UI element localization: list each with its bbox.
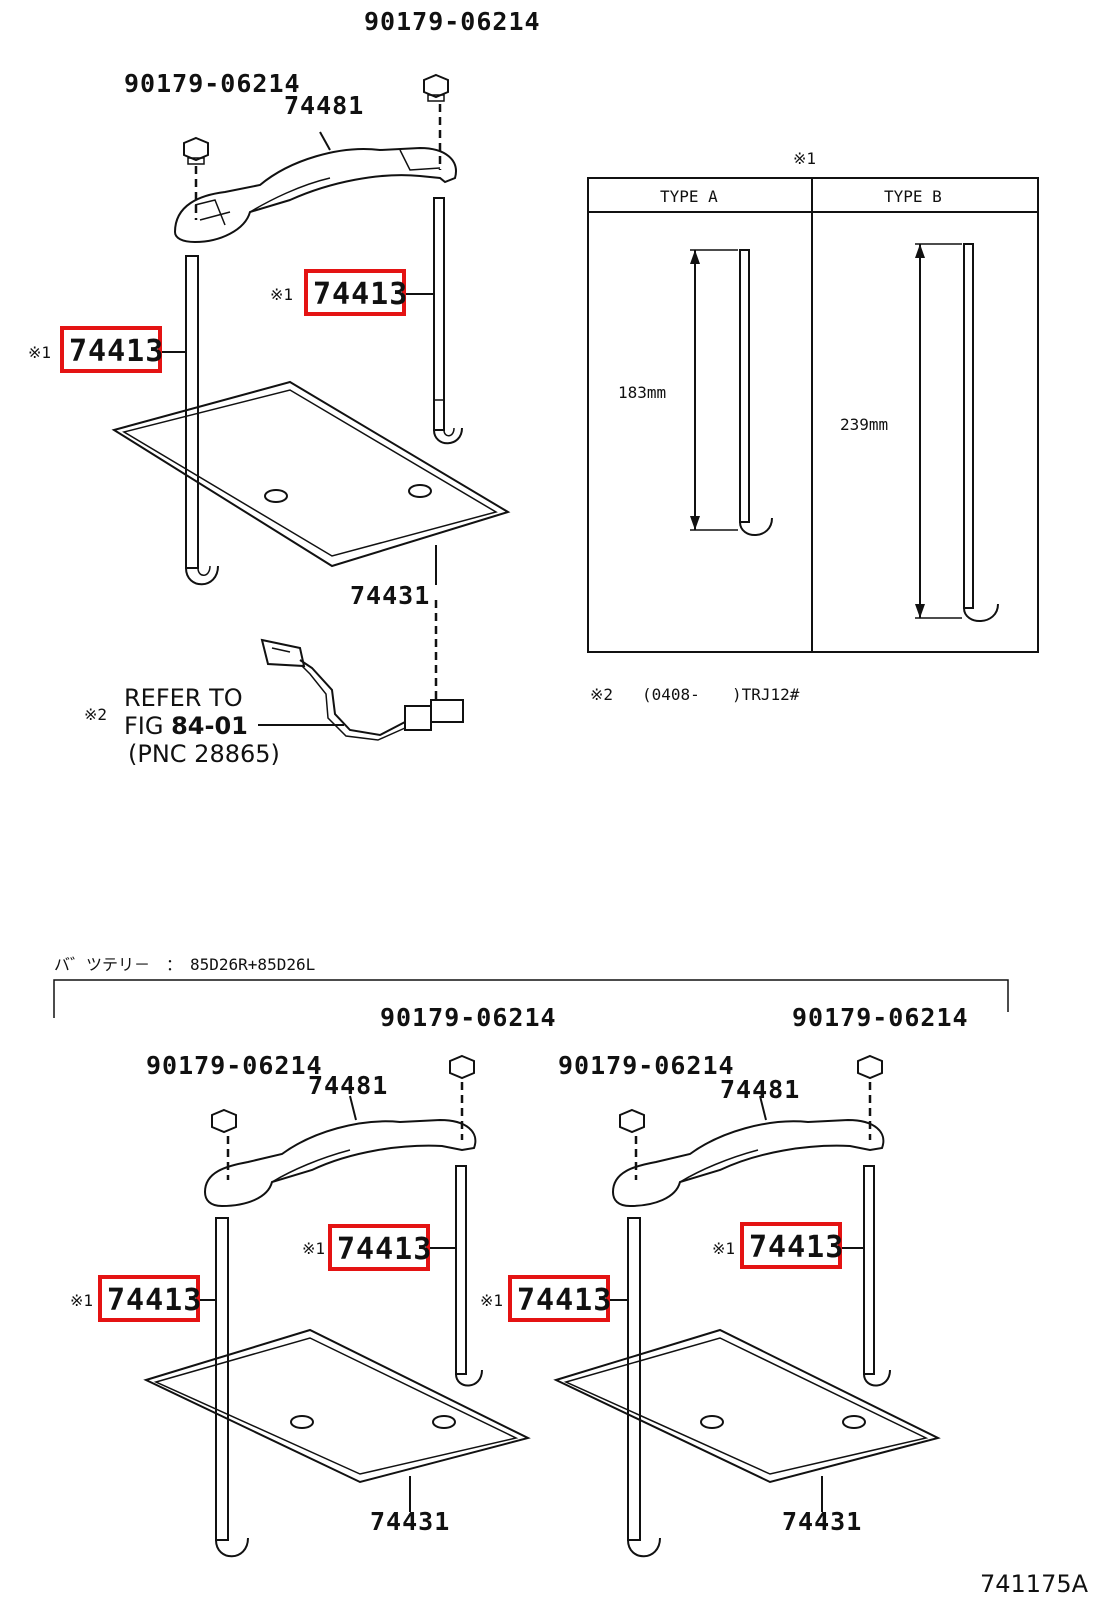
hook-rod: [185, 255, 219, 586]
battery-sensor-icon: [260, 638, 464, 741]
part-number-rod-highlighted: 74413: [69, 334, 164, 369]
part-number-clamp: 74481: [308, 1071, 388, 1100]
part-number-rod-highlighted: 74413: [517, 1283, 612, 1318]
note-mark: ※1: [302, 1239, 325, 1258]
battery-tray: [553, 1328, 941, 1484]
part-number-tray: 74431: [350, 581, 430, 610]
bottom-left-assembly: 90179-06214 90179-06214 74481 ※1 74413 ※…: [70, 1003, 557, 1558]
note-mark: ※1: [28, 343, 51, 362]
nut-icon: [211, 1108, 237, 1134]
hook-rod: [863, 1165, 875, 1375]
nut-icon: [423, 73, 449, 102]
note-mark: ※1: [270, 285, 293, 304]
battery-tray: [143, 1328, 531, 1484]
part-number-rod-highlighted: 74413: [337, 1232, 432, 1267]
nut-icon: [183, 136, 209, 165]
note-mark: ※1: [793, 149, 816, 168]
part-number-nut: 90179-06214: [380, 1003, 557, 1032]
note-mark: ※2: [84, 705, 107, 724]
bottom-section: バ゛ツテリ－ ： 85D26R+85D26L: [53, 955, 1009, 1558]
note-date-range: (0408-: [642, 685, 700, 704]
refer-fig-number: 84-01: [171, 712, 248, 740]
part-number-nut: 90179-06214: [146, 1051, 323, 1080]
bottom-right-assembly: 90179-06214 90179-06214 74481 ※1 74413 ※…: [480, 1003, 969, 1558]
leader-line: [319, 131, 331, 151]
battery-spec-label: バ゛ツテリ－ ： 85D26R+85D26L: [54, 955, 315, 974]
part-number-nut: 90179-06214: [558, 1051, 735, 1080]
part-number-clamp: 74481: [284, 91, 364, 120]
refer-prefix: FIG: [124, 712, 171, 740]
battery-clamp: [611, 1118, 885, 1208]
part-number-nut: 90179-06214: [792, 1003, 969, 1032]
battery-clamp: [203, 1118, 477, 1208]
highlight-box: [304, 269, 406, 316]
hook-rod-type-a: [690, 249, 773, 536]
group-bracket: [53, 979, 1009, 1018]
highlight-box: [740, 1222, 842, 1269]
battery-tray: [111, 380, 511, 568]
figure-id: 741175A: [980, 1570, 1089, 1598]
nut-icon: [619, 1108, 645, 1134]
part-number-tray: 74431: [370, 1507, 450, 1536]
note-mark: ※1: [712, 1239, 735, 1258]
table-header-type-b: TYPE B: [884, 187, 942, 206]
type-table: ※1 TYPE A TYPE B 183mm 239mm ※2 (0408- ): [587, 149, 1039, 704]
highlight-box: [60, 326, 162, 373]
nut-icon: [449, 1054, 475, 1080]
top-assembly: 90179-06214 90179-06214 74481 ※1 74413 ※…: [28, 7, 541, 768]
battery-clamp: [173, 146, 457, 244]
refer-text: FIG 84-01: [124, 712, 248, 740]
part-number-rod-highlighted: 74413: [749, 1230, 844, 1265]
hook-rod: [627, 1217, 641, 1541]
hook-rod: [215, 1217, 229, 1541]
hook-rod: [455, 1165, 467, 1375]
note-mark: ※1: [70, 1291, 93, 1310]
length-type-b: 239mm: [840, 415, 888, 434]
part-number-nut: 90179-06214: [364, 7, 541, 36]
hook-rod-type-b: [915, 243, 999, 622]
part-number-rod-highlighted: 74413: [313, 277, 408, 312]
refer-pnc: (PNC 28865): [128, 740, 280, 768]
highlight-box: [98, 1275, 200, 1322]
part-number-nut: 90179-06214: [124, 69, 301, 98]
length-type-a: 183mm: [618, 383, 666, 402]
part-number-tray: 74431: [782, 1507, 862, 1536]
note-mark: ※2: [590, 685, 613, 704]
note-mark: ※1: [480, 1291, 503, 1310]
part-number-clamp: 74481: [720, 1075, 800, 1104]
hook-rod: [433, 197, 463, 445]
refer-text: REFER TO: [124, 684, 243, 712]
highlight-box: [508, 1275, 610, 1322]
highlight-box: [328, 1224, 430, 1271]
table-header-type-a: TYPE A: [660, 187, 718, 206]
nut-icon: [857, 1054, 883, 1080]
note-model-code: )TRJ12#: [732, 685, 800, 704]
part-number-rod-highlighted: 74413: [107, 1283, 202, 1318]
